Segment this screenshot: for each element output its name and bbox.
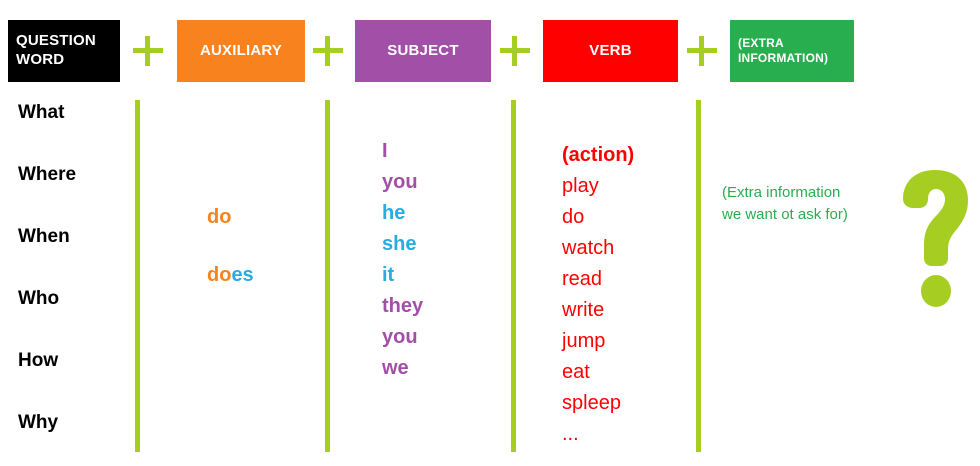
verb-item: ... — [562, 423, 579, 445]
header-box-question-word: QUESTION WORD — [8, 20, 120, 82]
header-box-verb: VERB — [543, 20, 678, 82]
verb-item: do — [562, 206, 585, 228]
question-word-item: Where — [18, 164, 77, 185]
subject-item: you — [382, 326, 418, 348]
header-label-question-word: QUESTION WORD — [16, 32, 96, 68]
header-box-subject: SUBJECT — [355, 20, 491, 82]
header-label-extra-information: (EXTRA INFORMATION) — [738, 36, 829, 65]
extra-information-text: (Extra information we want ot ask for) — [722, 184, 848, 223]
header-box-auxiliary: AUXILIARY — [177, 20, 305, 82]
auxiliary-item: does — [207, 263, 317, 321]
subject-item: she — [382, 233, 417, 255]
column-divider-3 — [511, 100, 516, 452]
verb-item: watch — [562, 237, 615, 259]
subject-item: you — [382, 171, 418, 193]
verb-item: (action) — [562, 144, 635, 166]
auxiliary-item: do — [207, 205, 317, 263]
verb-item: spleep — [562, 392, 621, 414]
auxiliary-stem: do — [207, 206, 232, 228]
subject-item: we — [382, 357, 409, 379]
auxiliary-column: do does — [207, 205, 317, 321]
subject-item: it — [382, 264, 395, 286]
question-words-column: What Where When Who How Why — [18, 98, 130, 466]
plus-icon-3 — [500, 36, 530, 66]
plus-icon-2 — [313, 36, 343, 66]
header-label-auxiliary: AUXILIARY — [199, 41, 283, 59]
question-word-item: Why — [18, 412, 59, 433]
column-divider-4 — [696, 100, 701, 452]
auxiliary-stem: do — [207, 264, 232, 286]
header-label-verb: VERB — [589, 41, 632, 59]
header-box-extra-information: (EXTRA INFORMATION) — [730, 20, 854, 82]
subject-column: I you he she it they you we — [382, 136, 502, 384]
verb-item: eat — [562, 361, 590, 383]
column-divider-1 — [135, 100, 140, 452]
plus-icon-4 — [687, 36, 717, 66]
question-word-item: Who — [18, 288, 60, 309]
header-label-subject: SUBJECT — [387, 41, 459, 59]
subject-item: I — [382, 140, 388, 162]
auxiliary-suffix: es — [231, 264, 254, 286]
verb-item: jump — [562, 330, 606, 352]
verb-item: write — [562, 299, 605, 321]
column-divider-2 — [325, 100, 330, 452]
subject-item: he — [382, 202, 406, 224]
question-word-item: What — [18, 102, 65, 123]
plus-icon-1 — [133, 36, 163, 66]
verb-item: play — [562, 175, 599, 197]
subject-item: they — [382, 295, 424, 317]
question-word-item: How — [18, 350, 59, 371]
question-mark-icon — [900, 168, 970, 308]
verb-column: (action) play do watch read write jump e… — [562, 140, 687, 450]
question-word-item: When — [18, 226, 70, 247]
verb-item: read — [562, 268, 603, 290]
